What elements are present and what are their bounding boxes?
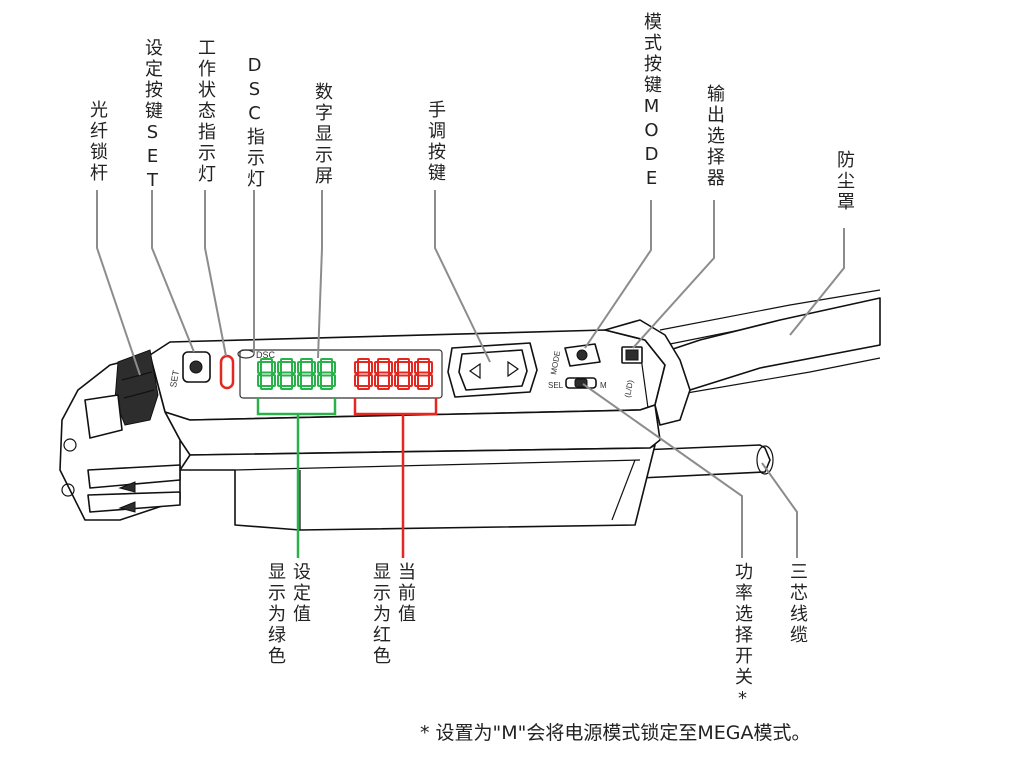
- three-core-cable: [639, 444, 774, 479]
- right-arrow-icon[interactable]: [507, 360, 520, 378]
- label-three-core-cable: 三芯线缆: [787, 562, 808, 646]
- set-value-bracket: [256, 398, 337, 558]
- label-set-button: 设定按键SET: [142, 38, 163, 194]
- dsc-marking: DSC: [256, 350, 276, 360]
- red-digit-4: [414, 358, 433, 390]
- digital-display: [257, 358, 433, 390]
- green-digit-2: [277, 358, 296, 390]
- red-digit-2: [374, 358, 393, 390]
- leader-lines: [96, 190, 845, 558]
- output-selector[interactable]: [621, 346, 643, 364]
- red-digit-1: [354, 358, 373, 390]
- left-arrow-icon[interactable]: [468, 362, 481, 380]
- footnote: * 设置为"M"会将电源模式锁定至MEGA模式。: [420, 722, 811, 744]
- set-button[interactable]: [182, 351, 211, 383]
- label-current-value-line1: 当前值: [395, 562, 416, 625]
- label-output-selector: 输出选择器: [704, 84, 725, 189]
- label-manual-button: 手调按键: [425, 100, 446, 184]
- label-mode-button: 模式按键MODE: [641, 12, 662, 192]
- power-selection-switch[interactable]: [565, 377, 597, 389]
- status-indicator-light: [219, 354, 235, 390]
- manual-adjust-button[interactable]: [447, 342, 538, 398]
- mode-marking: MODE: [549, 350, 562, 375]
- label-status-indicator: 工作状态指示灯: [195, 38, 216, 185]
- red-digit-3: [394, 358, 413, 390]
- label-set-value-line2: 显示为绿色: [265, 562, 286, 667]
- set-marking: SET: [168, 369, 181, 388]
- label-set-value-line1: 设定值: [290, 562, 311, 625]
- label-current-value-line2: 显示为红色: [370, 562, 391, 667]
- digital-display-window: [239, 349, 443, 399]
- green-digit-1: [257, 358, 276, 390]
- green-digit-3: [297, 358, 316, 390]
- label-digital-display: 数字显示屏: [312, 82, 333, 187]
- label-fiber-lock-lever: 光纤锁杆: [87, 100, 108, 184]
- label-dust-cover: 防尘罩: [834, 150, 855, 213]
- label-power-switch: 功率选择开关*: [732, 562, 753, 712]
- ld-marking: (L/D): [623, 379, 635, 398]
- current-value-bracket: [353, 398, 438, 558]
- mode-button[interactable]: [564, 343, 601, 367]
- green-digit-4: [317, 358, 336, 390]
- sel-marking: SEL: [548, 381, 564, 390]
- label-dsc-indicator: DSC指示灯: [244, 55, 265, 190]
- m-marking: M: [600, 381, 607, 390]
- fiber-lock-lever[interactable]: [84, 349, 159, 439]
